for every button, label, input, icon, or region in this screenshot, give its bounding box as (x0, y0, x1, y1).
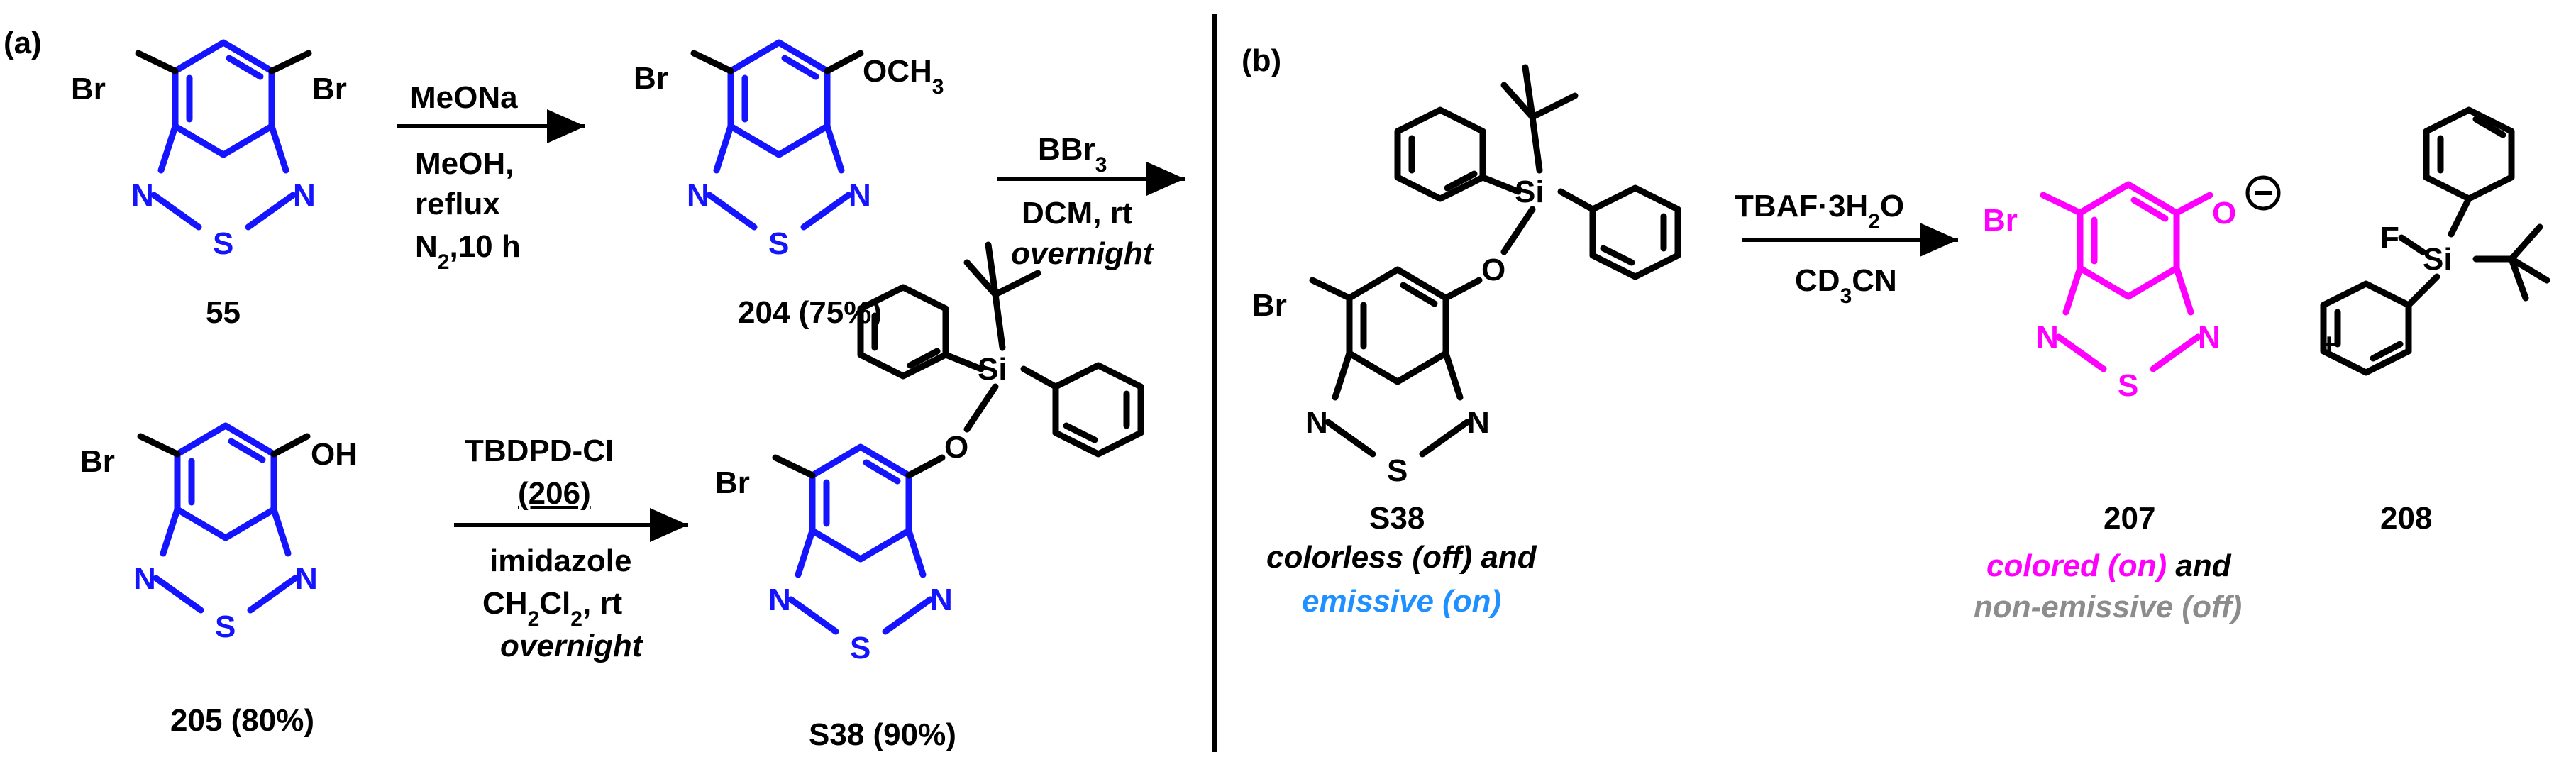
compound-205-label: 205 (80%) (170, 703, 314, 738)
atom-o: O (1481, 253, 1505, 287)
atom-s: S (1387, 453, 1408, 488)
r3-solvent: CH2Cl2, rt (482, 586, 623, 631)
r4-solvent: CD3CN (1795, 263, 1897, 308)
atom-br: Br (1252, 288, 1287, 323)
atom-n-left: N (131, 178, 154, 213)
compound-s38-a-label: S38 (90%) (809, 717, 956, 752)
c207-caption-line2: non-emissive (off) (1974, 590, 2242, 624)
atom-br: Br (80, 444, 115, 479)
compound-207-label: 207 (2104, 501, 2155, 536)
atom-n-left: N (2036, 320, 2059, 355)
compound-205-structure: Br OH N N S (80, 422, 358, 644)
r3-base: imidazole (490, 543, 632, 578)
atom-s: S (850, 631, 870, 666)
atom-f: F (2380, 221, 2399, 255)
atom-br-right: Br (312, 72, 347, 106)
atom-n-right: N (848, 178, 871, 213)
r3-time: overnight (500, 629, 644, 663)
compound-55-structure: Br Br N N S (71, 39, 347, 261)
s38-caption-line2: emissive (on) (1302, 584, 1501, 619)
atom-n-right: N (293, 178, 316, 213)
r4-reagent: TBAF·3H2O (1735, 189, 1904, 233)
s38-caption-line1: colorless (off) and (1266, 540, 1537, 575)
atom-s: S (2118, 368, 2138, 403)
r1-reagent: MeONa (410, 80, 518, 115)
atom-och3: OCH3 (863, 54, 944, 99)
atom-n-left: N (1305, 405, 1328, 440)
compound-204-structure: Br OCH3 N N S (634, 39, 944, 261)
r3-reagent: TBDPD-CI (465, 434, 614, 468)
atom-n-right: N (1467, 405, 1490, 440)
atom-o-anion: O (2212, 196, 2236, 231)
atom-oh: OH (311, 437, 358, 472)
atom-br-left: Br (71, 72, 106, 106)
atom-n-left: N (768, 582, 791, 617)
compound-s38-b-label: S38 (1369, 501, 1425, 536)
atom-o: O (944, 430, 968, 465)
panel-label-a: (a) (4, 26, 42, 60)
atom-n-right: N (295, 561, 318, 596)
atom-n-right: N (930, 582, 953, 617)
atom-s: S (768, 226, 789, 261)
r2-time: overnight (1011, 236, 1155, 271)
negative-charge-icon (2245, 175, 2281, 211)
atom-br: Br (1983, 203, 2018, 238)
compound-s38-a-structure: Br O Si N N S (715, 241, 1144, 666)
compound-208-structure: F Si (2320, 106, 2550, 376)
compound-207-structure: Br O N N S (1983, 175, 2281, 403)
r1-atmosphere: N2,10 h (415, 229, 521, 274)
c207-caption-line1: colored (on) and (1986, 548, 2232, 583)
atom-n-left: N (133, 561, 156, 596)
atom-n-right: N (2198, 320, 2221, 355)
atom-s: S (213, 226, 233, 261)
compound-208-label: 208 (2380, 501, 2432, 536)
atom-n-left: N (687, 178, 709, 213)
compound-s38-b-structure: Br O Si N N S (1252, 64, 1681, 488)
r1-temp: reflux (415, 187, 500, 221)
atom-si: Si (978, 352, 1007, 387)
r2-solvent: DCM, rt (1022, 196, 1133, 231)
atom-s: S (215, 609, 236, 644)
atom-si: Si (2423, 242, 2453, 277)
atom-br: Br (715, 465, 750, 500)
r2-reagent: BBr3 (1038, 132, 1107, 177)
r1-solvent: MeOH, (415, 146, 514, 181)
r3-reagent-number: (206) (518, 476, 591, 511)
compound-55-label: 55 (206, 295, 241, 330)
atom-br: Br (634, 61, 668, 96)
atom-si: Si (1515, 175, 1544, 209)
panel-label-b: (b) (1242, 43, 1281, 78)
